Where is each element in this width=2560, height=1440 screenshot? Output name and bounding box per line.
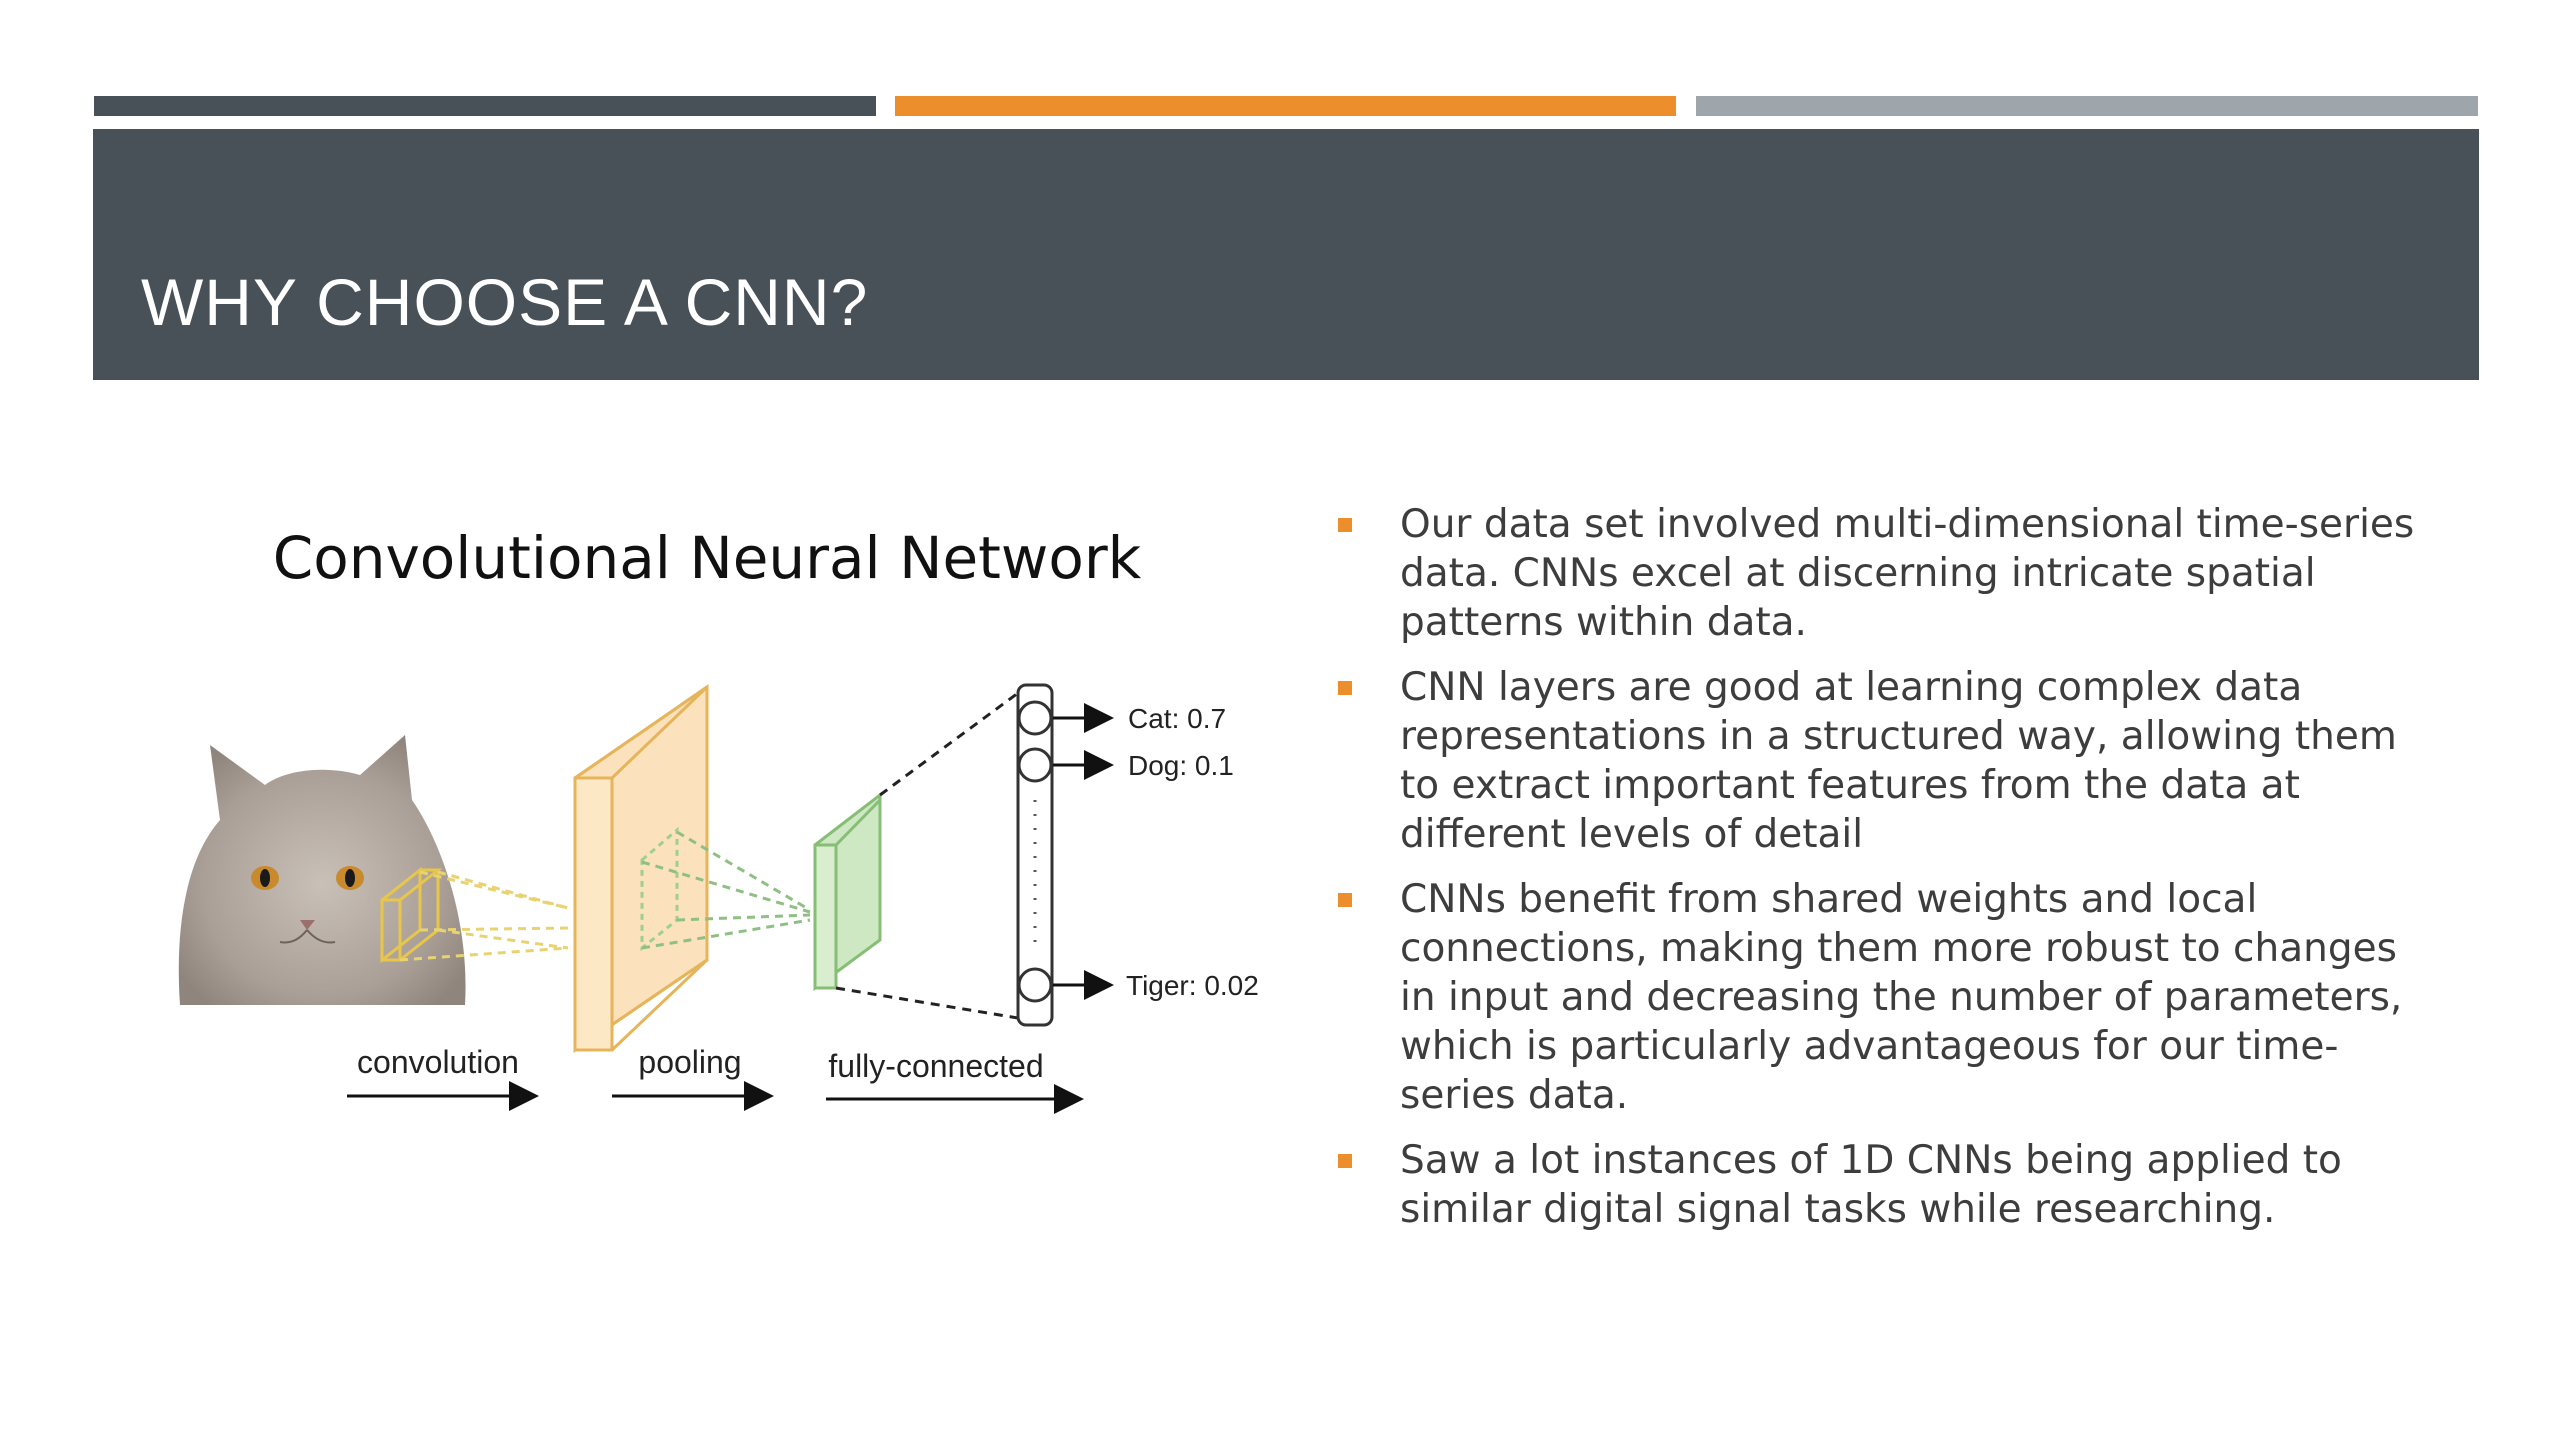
feature-map-slab [573, 684, 709, 1053]
cnn-diagram: Convolutional Neural Network [150, 500, 1300, 1140]
bullet-square-icon [1338, 893, 1352, 907]
output-label-tiger: Tiger: 0.02 [1126, 970, 1259, 1001]
stage-label-fully-connected: fully-connected [828, 1048, 1043, 1084]
accent-bar-dark [94, 96, 876, 116]
bullet-item: Our data set involved multi-dimensional … [1328, 500, 2428, 647]
diagram-title: Convolutional Neural Network [273, 524, 1142, 592]
accent-bar-gray [1696, 96, 2478, 116]
bullet-text: Our data set involved multi-dimensional … [1400, 502, 2415, 645]
bullet-item: CNN layers are good at learning complex … [1328, 663, 2428, 859]
stage-label-convolution: convolution [357, 1044, 519, 1080]
output-label-cat: Cat: 0.7 [1128, 703, 1226, 734]
output-label-dog: Dog: 0.1 [1128, 750, 1234, 781]
pooled-map-slab [813, 791, 882, 991]
bullet-list: Our data set involved multi-dimensional … [1328, 500, 2428, 1250]
bullet-item: CNNs benefit from shared weights and loc… [1328, 875, 2428, 1120]
accent-bar-orange [895, 96, 1676, 116]
slide-title: WHY CHOOSE A CNN? [141, 265, 869, 339]
stage-label-pooling: pooling [638, 1044, 741, 1080]
bullet-text: CNN layers are good at learning complex … [1400, 665, 2397, 857]
bullet-item: Saw a lot instances of 1D CNNs being app… [1328, 1136, 2428, 1234]
bullet-square-icon [1338, 1154, 1352, 1168]
cat-image [178, 735, 466, 1005]
fully-connected-layer [1016, 683, 1054, 1027]
title-band: WHY CHOOSE A CNN? [93, 129, 2479, 380]
bullet-square-icon [1338, 681, 1352, 695]
bullet-square-icon [1338, 518, 1352, 532]
bullet-text: CNNs benefit from shared weights and loc… [1400, 877, 2403, 1118]
bullet-text: Saw a lot instances of 1D CNNs being app… [1400, 1138, 2342, 1232]
